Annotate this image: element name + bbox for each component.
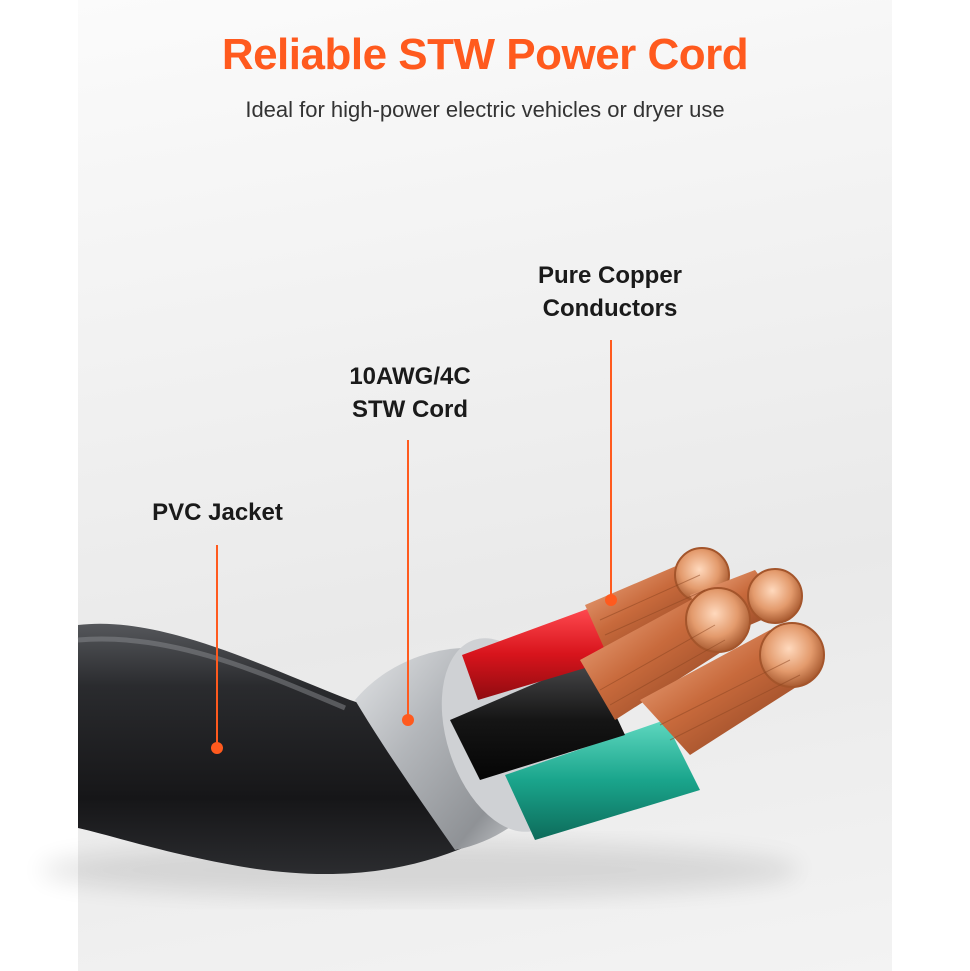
callout-label-copper: Pure Copper Conductors <box>520 259 700 325</box>
subheadline: Ideal for high-power electric vehicles o… <box>245 97 725 122</box>
wire-black <box>450 660 625 780</box>
callout-copper-line2: Conductors <box>542 295 678 322</box>
callout-label-cord: 10AWG/4C STW Cord <box>330 360 490 426</box>
wire-green <box>505 720 700 840</box>
callout-cord-line2: STW Cord <box>352 396 468 423</box>
callout-lines <box>216 340 612 748</box>
callout-copper-line1: Pure Copper <box>537 262 683 289</box>
copper-face-2 <box>747 568 803 624</box>
copper-face-3 <box>685 587 751 653</box>
callout-dot-jacket <box>211 742 223 754</box>
headline: Reliable STW Power Cord <box>221 30 749 79</box>
callout-dot-copper <box>605 594 617 606</box>
pvc-jacket <box>78 623 470 875</box>
strand-texture <box>599 574 801 741</box>
callout-dot-cord <box>402 714 414 726</box>
wire-red <box>462 608 612 700</box>
callout-jacket-text: PVC Jacket <box>152 499 283 526</box>
callout-cord-line1: 10AWG/4C <box>349 363 471 390</box>
copper-face-4 <box>759 622 825 688</box>
callout-label-jacket: PVC Jacket <box>140 496 295 529</box>
